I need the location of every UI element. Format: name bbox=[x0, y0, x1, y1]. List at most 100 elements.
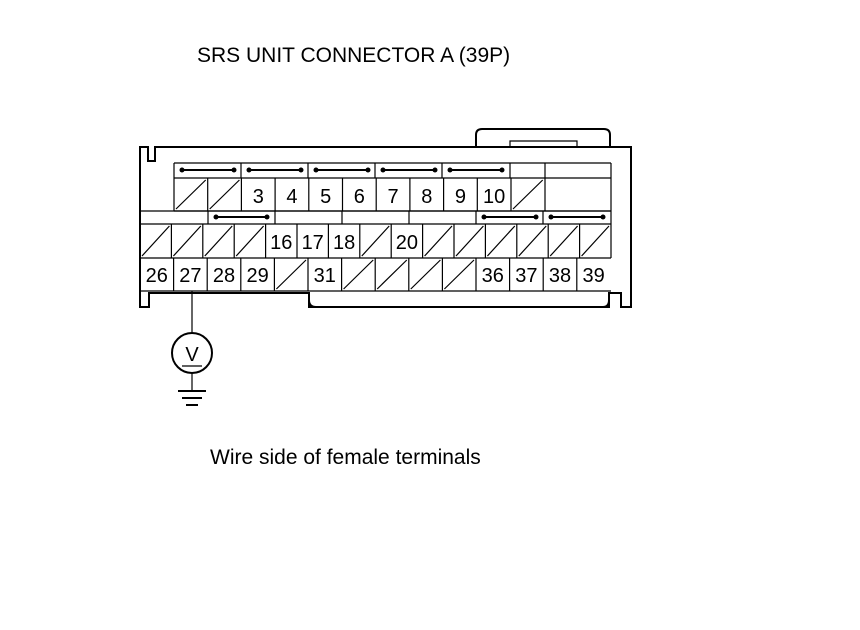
row1-shorting-bars bbox=[179, 163, 546, 178]
terminal-17: 17 bbox=[296, 224, 324, 258]
empty-cavity-slash bbox=[443, 259, 475, 290]
terminal-10: 10 bbox=[476, 178, 505, 211]
shorting-bar bbox=[380, 167, 438, 173]
terminal-empty-row3-9 bbox=[441, 258, 475, 291]
terminal-empty-row2-12 bbox=[516, 224, 547, 258]
terminal-empty-row2-2 bbox=[202, 224, 233, 258]
terminal-number: 28 bbox=[213, 265, 235, 287]
terminal-36: 36 bbox=[475, 258, 504, 291]
terminal-39: 39 bbox=[576, 258, 605, 291]
terminal-empty-row2-3 bbox=[233, 224, 265, 258]
terminal-empty-row3-8 bbox=[408, 258, 441, 291]
shorting-bar bbox=[447, 167, 505, 173]
shorting-bar bbox=[481, 214, 539, 220]
empty-cavity-slash bbox=[581, 225, 610, 257]
terminal-number: 29 bbox=[246, 265, 268, 287]
shorting-bar bbox=[548, 214, 606, 220]
terminal-number: 3 bbox=[253, 186, 264, 208]
terminal-empty-row2-7 bbox=[359, 224, 390, 258]
terminal-28: 28 bbox=[206, 258, 235, 291]
row2-shorting-bars bbox=[207, 211, 606, 224]
bottom-lip bbox=[308, 293, 610, 308]
terminal-number: 17 bbox=[302, 232, 324, 254]
terminal-26: 26 bbox=[146, 265, 168, 287]
terminal-27: 27 bbox=[173, 258, 202, 291]
shorting-bar bbox=[313, 167, 371, 173]
empty-cavity-slash bbox=[275, 259, 307, 290]
ground-icon bbox=[178, 390, 206, 406]
terminal-number: 36 bbox=[482, 265, 504, 287]
shorting-bar bbox=[246, 167, 304, 173]
terminal-number: 37 bbox=[515, 265, 537, 287]
lock-tab bbox=[475, 128, 611, 147]
terminal-number: 7 bbox=[387, 186, 398, 208]
empty-cavity-slash bbox=[175, 179, 207, 210]
row2-frame bbox=[140, 210, 612, 259]
terminal-number: 26 bbox=[146, 265, 168, 287]
terminal-empty-row2-13 bbox=[547, 224, 579, 258]
terminal-number: 18 bbox=[333, 232, 355, 254]
terminal-18: 18 bbox=[327, 224, 355, 258]
empty-cavity-slash bbox=[209, 179, 240, 210]
empty-cavity-slash bbox=[343, 259, 374, 290]
terminal-37: 37 bbox=[509, 258, 538, 291]
terminal-empty-row3-4 bbox=[273, 258, 307, 291]
terminal-number: 38 bbox=[549, 265, 571, 287]
voltmeter-symbol: V bbox=[185, 344, 199, 366]
terminal-38: 38 bbox=[542, 258, 571, 291]
terminal-empty-row2-11 bbox=[484, 224, 516, 258]
terminal-empty-row1-0 bbox=[175, 179, 207, 210]
terminal-9: 9 bbox=[443, 178, 466, 211]
terminal-5: 5 bbox=[308, 178, 331, 211]
empty-cavity-slash bbox=[361, 225, 390, 257]
terminal-number: 10 bbox=[483, 186, 505, 208]
empty-cavity-slash bbox=[376, 259, 408, 290]
terminal-number: 27 bbox=[179, 265, 201, 287]
terminal-7: 7 bbox=[375, 178, 399, 211]
empty-cavity-slash bbox=[424, 225, 453, 257]
terminal-empty-row2-0 bbox=[141, 225, 170, 257]
terminal-empty-row2-10 bbox=[453, 224, 484, 258]
row2-cells: 16 17 18 20 bbox=[141, 224, 610, 258]
empty-cavity-slash bbox=[518, 225, 547, 257]
terminal-empty-row3-7 bbox=[374, 258, 408, 291]
empty-cavity-slash bbox=[235, 225, 265, 257]
terminal-empty-row1-10 bbox=[510, 178, 544, 211]
terminal-empty-row2-9 bbox=[422, 224, 453, 258]
terminal-empty-row3-6 bbox=[341, 258, 374, 291]
terminal-empty-row2-1 bbox=[170, 224, 202, 258]
empty-cavity-slash bbox=[204, 225, 233, 257]
empty-cavity-slash bbox=[486, 225, 516, 257]
terminal-20: 20 bbox=[390, 224, 418, 258]
terminal-number: 8 bbox=[421, 186, 432, 208]
terminal-8: 8 bbox=[409, 178, 432, 211]
connector-housing bbox=[139, 146, 632, 308]
terminal-number: 20 bbox=[396, 232, 418, 254]
terminal-4: 4 bbox=[274, 178, 298, 211]
shorting-bar bbox=[213, 214, 270, 220]
terminal-3: 3 bbox=[240, 178, 264, 211]
terminal-number: 6 bbox=[354, 186, 365, 208]
empty-cavity-slash bbox=[455, 225, 484, 257]
terminal-31: 31 bbox=[307, 258, 336, 291]
terminal-16: 16 bbox=[265, 224, 292, 258]
empty-cavity-slash bbox=[172, 225, 202, 257]
terminal-number: 16 bbox=[270, 232, 292, 254]
lock-tab-inner bbox=[509, 140, 578, 147]
terminal-number: 31 bbox=[314, 265, 336, 287]
terminal-29: 29 bbox=[240, 258, 269, 291]
empty-cavity-slash bbox=[512, 179, 544, 210]
terminal-empty-row1-1 bbox=[207, 178, 240, 211]
terminal-number: 5 bbox=[320, 186, 331, 208]
diagram-caption: Wire side of female terminals bbox=[210, 446, 481, 469]
diagram-title: SRS UNIT CONNECTOR A (39P) bbox=[197, 44, 511, 67]
terminal-number: 4 bbox=[286, 186, 297, 208]
terminal-empty-row2-14 bbox=[578, 224, 610, 258]
terminal-6: 6 bbox=[341, 178, 365, 211]
empty-cavity-slash bbox=[141, 225, 170, 257]
empty-cavity-slash bbox=[410, 259, 441, 290]
shorting-bar bbox=[179, 167, 237, 173]
